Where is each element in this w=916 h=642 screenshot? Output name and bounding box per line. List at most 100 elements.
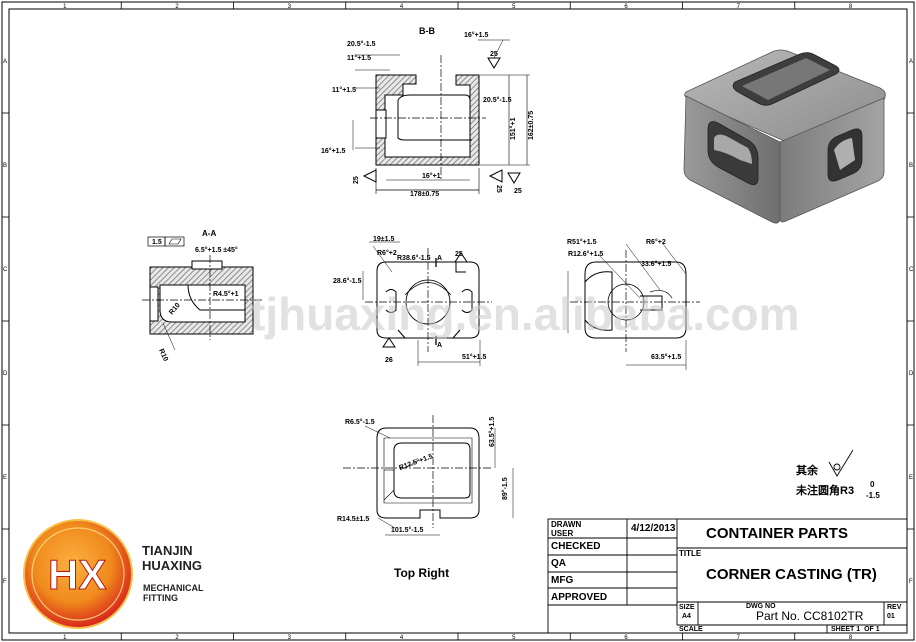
company-logo: HX: [23, 519, 133, 629]
note-line-1: 其余: [796, 463, 819, 477]
approved-label: APPROVED: [551, 592, 608, 603]
dim-top-r65: R6.5°-1.5: [345, 418, 375, 426]
company-name-2: HUAXING: [142, 558, 202, 573]
border-letter-right: F: [909, 579, 913, 585]
title-block-grid: [547, 518, 908, 634]
dim-front-25: 25: [455, 251, 463, 258]
dim-bb-6: 151°+1: [509, 117, 517, 140]
border-number-bottom: 6: [624, 635, 628, 641]
side-view: [567, 243, 700, 370]
section-aa-title: A-A: [202, 229, 216, 238]
dim-bb-3: 11°+1.5: [332, 86, 356, 94]
border-number-top: 1: [63, 4, 67, 10]
border-letter-right: C: [909, 267, 914, 273]
border-letter-left: A: [3, 59, 7, 65]
rev-label: REV: [887, 604, 902, 611]
dim-top-89: 89°-1.5: [501, 477, 509, 500]
sheet-number: SHEET 1 OF 1: [831, 626, 880, 633]
dim-aa-r45: R4.5°+1: [213, 290, 239, 298]
dim-bb-4: 16°+1.5: [464, 31, 489, 39]
user-label: USER: [551, 529, 574, 538]
watermark: tjhuaxing.en.alibaba.com: [250, 288, 800, 340]
dwg-number: Part No. CC8102TR: [756, 609, 864, 623]
dim-bb-8: 16°+1.5: [321, 147, 346, 155]
company-tagline-2: FITTING: [143, 593, 178, 603]
border-number-bottom: 2: [175, 635, 179, 641]
note-sup: 0: [870, 480, 875, 489]
front-view-labels: 19±1.5 R6°+2 R38.6°-1.5 25 28.6°-1.5 A A…: [333, 236, 487, 364]
top-view: [343, 415, 514, 536]
border-letter-left: C: [3, 267, 8, 273]
dim-aa-flatness: 1.5: [152, 239, 162, 246]
dim-aa-r10b: R10: [157, 348, 169, 363]
dim-front-51: 51°+1.5: [462, 353, 487, 361]
size-label: SIZE: [679, 604, 695, 611]
border-letter-right: E: [909, 475, 913, 481]
note-sub: -1.5: [866, 491, 880, 500]
dim-side-336: 33.6°+1.5: [641, 260, 671, 268]
drawn-label: DRAWN: [551, 520, 582, 529]
dim-side-r6: R6°+2: [646, 238, 666, 246]
dim-front-r6: R6°+2: [377, 249, 397, 257]
title-label: TITLE: [679, 549, 702, 558]
mfg-label: MFG: [551, 575, 574, 586]
border-letter-left: F: [3, 579, 7, 585]
dim-bb-10: 178±0.75: [410, 191, 439, 198]
view-caption: Top Right: [394, 566, 449, 580]
border-letter-left: B: [3, 163, 7, 169]
dwg-label: DWG NO: [746, 603, 776, 610]
dim-front-a-top: A: [437, 255, 442, 262]
border-number-bottom: 1: [63, 635, 67, 641]
dim-bb-14: 25: [514, 188, 522, 195]
dim-bb-11: 25: [490, 51, 498, 58]
border-letter-left: E: [3, 475, 7, 481]
logo-initials: HX: [48, 551, 106, 598]
border-number-top: 7: [737, 4, 741, 10]
dim-front-286: 28.6°-1.5: [333, 277, 362, 285]
section-bb-labels: B-B 20.5°-1.5 11°+1.5 11°+1.5 16°+1.5 20…: [321, 26, 535, 198]
dim-top-635: 63.5°+1.5: [488, 417, 496, 447]
border-number-bottom: 8: [849, 635, 853, 641]
border-number-top: 6: [624, 4, 628, 10]
front-view: [362, 241, 492, 366]
border-number-top: 3: [288, 4, 292, 10]
dim-front-19: 19±1.5: [373, 236, 394, 243]
border-letter-right: A: [909, 59, 913, 65]
dim-top-1015: 101.5°-1.5: [391, 526, 423, 534]
border-number-top: 4: [400, 4, 404, 10]
dim-front-a-bot: A: [437, 342, 442, 349]
section-bb-view: [352, 39, 530, 194]
border-letter-right: B: [909, 163, 913, 169]
size-value: A4: [682, 613, 691, 620]
border-number-bottom: 5: [512, 635, 516, 641]
border-number-top: 8: [849, 4, 853, 10]
border-number-top: 2: [175, 4, 179, 10]
border-letter-right: D: [909, 371, 914, 377]
section-bb-title: B-B: [419, 26, 435, 36]
isometric-render: [683, 49, 886, 224]
drawn-date: 4/12/2013: [631, 523, 676, 534]
company-title: CONTAINER PARTS: [706, 525, 848, 542]
border-number-bottom: 7: [737, 635, 741, 641]
section-aa-view: [142, 236, 262, 351]
dim-bb-13: 25: [495, 185, 502, 193]
dim-side-r51: R51°+1.5: [567, 238, 597, 246]
border-number-bottom: 3: [288, 635, 292, 641]
dim-top-r145: R14.5±1.5: [337, 516, 369, 523]
dim-bb-2: 11°+1.5: [347, 54, 371, 62]
border-number-top: 5: [512, 4, 516, 10]
dim-front-26: 26: [385, 357, 393, 364]
dim-bb-9: 16°+1: [422, 172, 441, 180]
checked-label: CHECKED: [551, 541, 601, 552]
border-letter-left: D: [3, 371, 8, 377]
dim-side-r126: R12.6°+1.5: [568, 250, 603, 258]
rounding-note: 其余 未注圆角R3 0 -1.5: [795, 449, 880, 500]
scale-label: SCALE: [679, 626, 703, 633]
note-line-2: 未注圆角R3: [795, 483, 854, 497]
dim-aa-chamfer: 6.5°+1.5 ±45°: [195, 246, 238, 254]
rev-value: 01: [887, 613, 895, 620]
